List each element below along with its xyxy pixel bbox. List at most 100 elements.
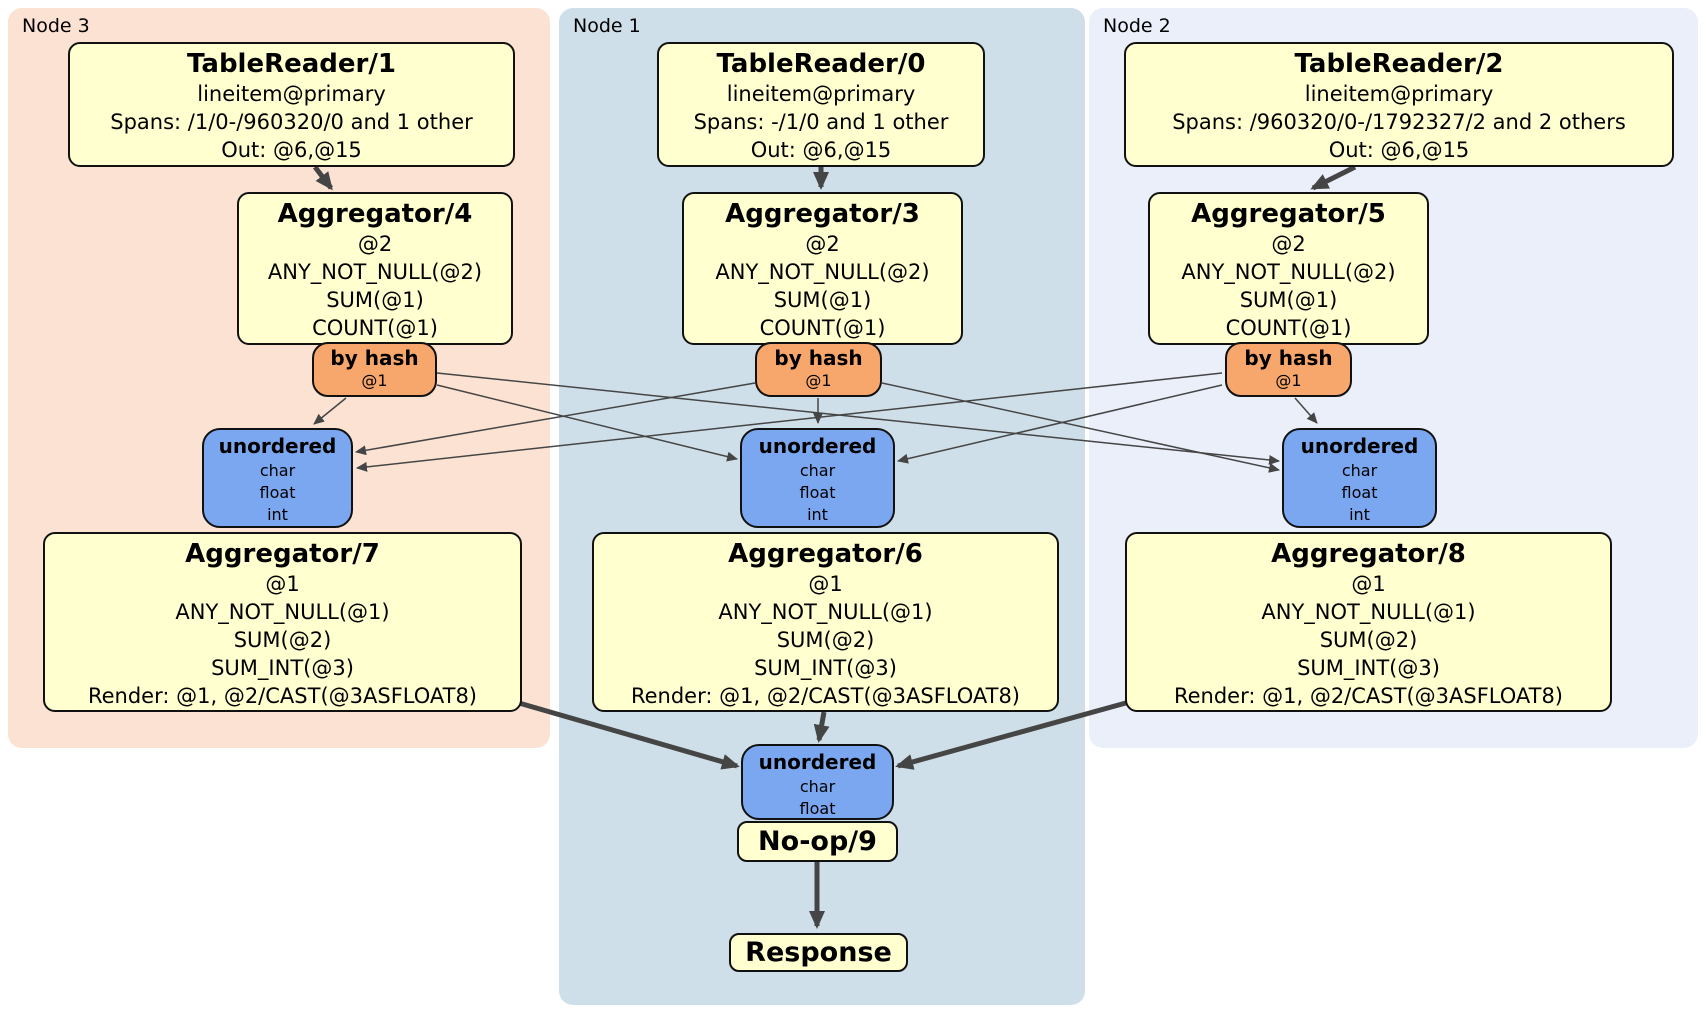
aggregator-6-box: Aggregator/6 @1 ANY_NOT_NULL(@1) SUM(@2)… bbox=[592, 532, 1059, 712]
aggregator-6-title: Aggregator/6 bbox=[728, 539, 923, 569]
aggregator-5-title: Aggregator/5 bbox=[1191, 199, 1386, 229]
unordered-sync-node1-col1: char bbox=[799, 461, 836, 480]
aggregator-6-fn1: ANY_NOT_NULL(@1) bbox=[718, 600, 933, 624]
aggregator-4-groupcols: @2 bbox=[357, 232, 393, 256]
unordered-sync-node1-col3: int bbox=[807, 505, 828, 524]
aggregator-6-fn2: SUM(@2) bbox=[776, 628, 875, 652]
aggregator-5-fn3: COUNT(@1) bbox=[1225, 316, 1352, 340]
edge-router2-to-sync2 bbox=[1294, 397, 1318, 424]
aggregator-5-box: Aggregator/5 @2 ANY_NOT_NULL(@2) SUM(@1)… bbox=[1148, 192, 1429, 345]
unordered-sync-node3-col2: float bbox=[259, 483, 296, 502]
tablereader-2-index: lineitem@primary bbox=[1304, 82, 1494, 106]
aggregator-6-fn3: SUM_INT(@3) bbox=[754, 656, 897, 680]
tablereader-1-index: lineitem@primary bbox=[197, 82, 386, 106]
unordered-sync-node1-col2: float bbox=[799, 483, 836, 502]
response-title: Response bbox=[745, 937, 892, 968]
by-hash-router-node3-title: by hash bbox=[330, 346, 419, 370]
edge-router2-to-sync3 bbox=[356, 372, 1223, 472]
aggregator-8-box: Aggregator/8 @1 ANY_NOT_NULL(@1) SUM(@2)… bbox=[1125, 532, 1612, 712]
unordered-sync-node3-col1: char bbox=[259, 461, 296, 480]
aggregator-7-groupcols: @1 bbox=[265, 572, 300, 596]
aggregator-3-groupcols: @2 bbox=[805, 232, 840, 256]
unordered-sync-node1-title: unordered bbox=[758, 434, 877, 458]
aggregator-3-fn2: SUM(@1) bbox=[773, 288, 872, 312]
by-hash-router-node2-cols: @1 bbox=[1275, 371, 1302, 390]
unordered-sync-node3-col3: int bbox=[267, 505, 288, 524]
tablereader-1-spans: Spans: /1/0-/960320/0 and 1 other bbox=[110, 110, 473, 134]
tablereader-2-spans: Spans: /960320/0-/1792327/2 and 2 others bbox=[1172, 110, 1626, 134]
aggregator-3-box: Aggregator/3 @2 ANY_NOT_NULL(@2) SUM(@1)… bbox=[682, 192, 963, 345]
by-hash-router-node2: by hash @1 bbox=[1225, 342, 1352, 397]
by-hash-router-node1-cols: @1 bbox=[805, 371, 832, 390]
by-hash-router-node1-title: by hash bbox=[774, 346, 863, 370]
node3-label: Node 3 bbox=[22, 15, 90, 37]
unordered-sync-node2-col2: float bbox=[1341, 483, 1378, 502]
by-hash-router-node2-title: by hash bbox=[1244, 346, 1333, 370]
aggregator-7-fn3: SUM_INT(@3) bbox=[211, 656, 354, 680]
by-hash-router-node1: by hash @1 bbox=[755, 342, 882, 397]
aggregator-4-fn2: SUM(@1) bbox=[326, 288, 424, 312]
aggregator-8-fn2: SUM(@2) bbox=[1319, 628, 1418, 652]
unordered-sync-final: unordered char float bbox=[741, 744, 894, 820]
tablereader-1-title: TableReader/1 bbox=[187, 49, 396, 79]
noop-9-title: No-op/9 bbox=[758, 826, 877, 857]
tablereader-2-title: TableReader/2 bbox=[1294, 49, 1504, 79]
edge-router1-to-sync3 bbox=[355, 382, 756, 456]
aggregator-5-fn1: ANY_NOT_NULL(@2) bbox=[1181, 260, 1396, 284]
tablereader-1-out: Out: @6,@15 bbox=[221, 138, 362, 162]
node1-label: Node 1 bbox=[573, 15, 641, 37]
by-hash-router-node3-cols: @1 bbox=[361, 371, 388, 390]
edge-aggregator7-to-final-sync bbox=[511, 698, 740, 770]
aggregator-8-groupcols: @1 bbox=[1351, 572, 1386, 596]
unordered-sync-final-title: unordered bbox=[758, 750, 877, 774]
aggregator-8-render: Render: @1, @2/CAST(@3ASFLOAT8) bbox=[1173, 684, 1564, 708]
edge-router2-to-sync1 bbox=[897, 384, 1223, 464]
aggregator-3-fn3: COUNT(@1) bbox=[759, 316, 886, 340]
aggregator-3-fn1: ANY_NOT_NULL(@2) bbox=[715, 260, 930, 284]
aggregator-4-title: Aggregator/4 bbox=[277, 199, 473, 229]
tablereader-0-out: Out: @6,@15 bbox=[750, 138, 892, 162]
aggregator-7-fn2: SUM(@2) bbox=[233, 628, 332, 652]
tablereader-0-index: lineitem@primary bbox=[726, 82, 916, 106]
edge-router3-to-sync2 bbox=[436, 372, 1280, 465]
edge-aggregator6-to-final-sync bbox=[813, 711, 830, 743]
tablereader-0-spans: Spans: -/1/0 and 1 other bbox=[693, 110, 949, 134]
edge-tablereader2-to-aggregator5 bbox=[1310, 164, 1357, 191]
tablereader-1-box: TableReader/1 lineitem@primary Spans: /1… bbox=[68, 42, 515, 167]
edge-router3-to-sync1 bbox=[436, 384, 738, 462]
by-hash-router-node3: by hash @1 bbox=[312, 342, 437, 397]
unordered-sync-node3: unordered char float int bbox=[202, 428, 353, 528]
aggregator-8-title: Aggregator/8 bbox=[1271, 539, 1466, 569]
aggregator-6-render: Render: @1, @2/CAST(@3ASFLOAT8) bbox=[630, 684, 1021, 708]
tablereader-2-out: Out: @6,@15 bbox=[1328, 138, 1470, 162]
aggregator-7-title: Aggregator/7 bbox=[185, 539, 380, 569]
unordered-sync-node2-col1: char bbox=[1341, 461, 1378, 480]
unordered-sync-final-col2: float bbox=[799, 799, 836, 818]
edge-router3-to-sync3 bbox=[313, 397, 347, 425]
edge-router1-to-sync2 bbox=[881, 382, 1280, 473]
response-box: Response bbox=[729, 933, 908, 972]
edge-aggregator8-to-final-sync bbox=[895, 698, 1134, 770]
unordered-sync-node2-title: unordered bbox=[1300, 434, 1419, 458]
aggregator-4-fn1: ANY_NOT_NULL(@2) bbox=[267, 260, 483, 284]
aggregator-7-render: Render: @1, @2/CAST(@3ASFLOAT8) bbox=[87, 684, 478, 708]
aggregator-8-fn3: SUM_INT(@3) bbox=[1297, 656, 1440, 680]
aggregator-7-fn1: ANY_NOT_NULL(@1) bbox=[175, 600, 390, 624]
aggregator-8-fn1: ANY_NOT_NULL(@1) bbox=[1261, 600, 1476, 624]
tablereader-2-box: TableReader/2 lineitem@primary Spans: /9… bbox=[1124, 42, 1674, 167]
aggregator-5-fn2: SUM(@1) bbox=[1239, 288, 1338, 312]
edge-tablereader1-to-aggregator4 bbox=[313, 165, 333, 191]
aggregator-4-box: Aggregator/4 @2 ANY_NOT_NULL(@2) SUM(@1)… bbox=[237, 192, 513, 345]
aggregator-3-title: Aggregator/3 bbox=[725, 199, 920, 229]
unordered-sync-node2: unordered char float int bbox=[1282, 428, 1437, 528]
node2-label: Node 2 bbox=[1103, 15, 1171, 37]
aggregator-6-groupcols: @1 bbox=[808, 572, 843, 596]
unordered-sync-final-col1: char bbox=[799, 777, 836, 796]
tablereader-0-box: TableReader/0 lineitem@primary Spans: -/… bbox=[657, 42, 985, 167]
unordered-sync-node3-title: unordered bbox=[218, 434, 337, 458]
noop-9-box: No-op/9 bbox=[737, 821, 898, 862]
aggregator-5-groupcols: @2 bbox=[1271, 232, 1306, 256]
tablereader-0-title: TableReader/0 bbox=[716, 49, 926, 79]
